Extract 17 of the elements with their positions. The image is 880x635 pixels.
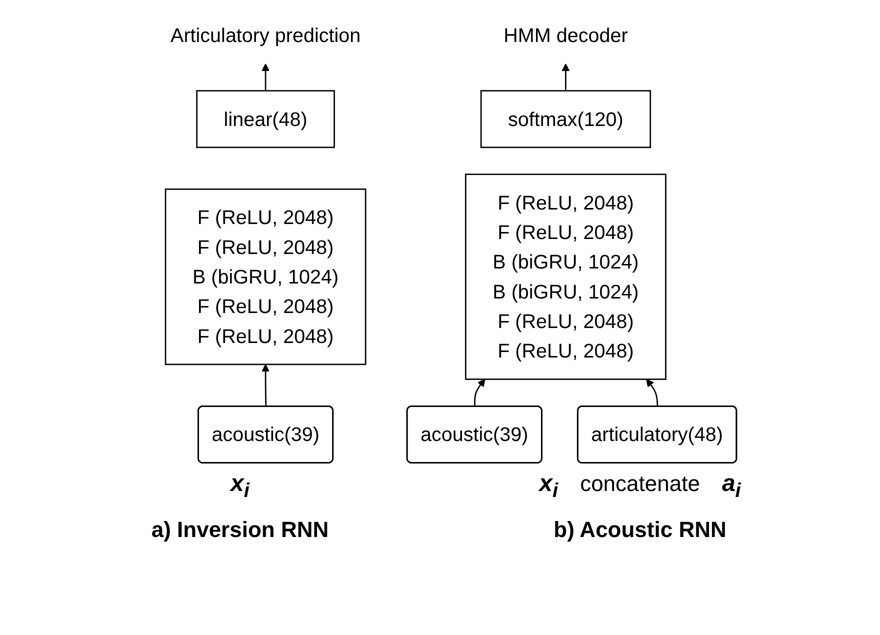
arrow xyxy=(262,364,270,407)
variable-label: x$_{i}$ xyxy=(230,470,250,503)
arrow xyxy=(262,63,270,91)
node-box: F (ReLU, 2048) F (ReLU, 2048) B (biGRU, 1024) F (ReLU, 2048) F (ReLU, 2048) xyxy=(164,188,366,366)
variable-label: x$_{i}$ xyxy=(539,470,558,503)
panel-caption: b) Acoustic RNN xyxy=(554,516,726,543)
note-label: concatenate xyxy=(580,471,700,497)
node-box: linear(48) xyxy=(196,90,335,148)
arrow xyxy=(646,378,658,407)
node-box: F (ReLU, 2048) F (ReLU, 2048) B (biGRU, 1024) B (biGRU, 1024) F (ReLU, 2048) F (ReLU, 2048) xyxy=(465,174,666,380)
variable-label: a$_{i}$ xyxy=(722,470,741,503)
node-text: HMM decoder xyxy=(504,24,628,47)
node-text: Articulatory prediction xyxy=(170,24,361,47)
arrow xyxy=(562,63,570,91)
arrow xyxy=(474,378,486,407)
panel-caption: a) Inversion RNN xyxy=(151,516,329,543)
node-box: softmax(120) xyxy=(480,90,652,148)
